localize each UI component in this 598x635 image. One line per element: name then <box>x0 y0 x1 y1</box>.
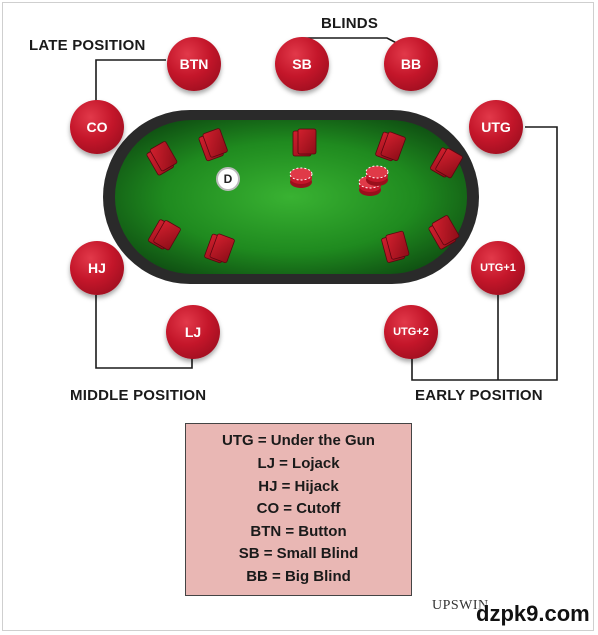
upswing-logo: UPSWIN <box>432 598 489 613</box>
sb-chips <box>289 167 313 188</box>
abbreviation-legend: UTG = Under the Gun LJ = Lojack HJ = Hij… <box>185 423 412 596</box>
middle-position-label: MIDDLE POSITION <box>70 387 207 404</box>
legend-row-utg: UTG = Under the Gun <box>222 432 375 450</box>
early-position-label: EARLY POSITION <box>415 387 543 404</box>
legend-row-btn: BTN = Button <box>250 522 347 540</box>
legend-row-hj: HJ = Hijack <box>258 477 339 495</box>
blinds-label: BLINDS <box>321 15 379 32</box>
legend-row-co: CO = Cutoff <box>256 500 341 518</box>
late-position-label: LATE POSITION <box>29 37 146 54</box>
dealer-button: D <box>216 167 240 191</box>
seat-hj: HJ <box>70 241 124 295</box>
seat-utg: UTG <box>469 100 523 154</box>
bb-chips <box>358 165 389 196</box>
poker-table <box>103 110 479 284</box>
seat-co: CO <box>70 100 124 154</box>
legend-row-sb: SB = Small Blind <box>238 545 359 563</box>
watermark-text: dzpk9.com <box>476 601 590 626</box>
chip-stacks <box>289 165 389 196</box>
player-cards <box>146 128 463 264</box>
late-position-line <box>95 59 166 104</box>
seat-bb: BB <box>384 37 438 91</box>
early-position-line-utg <box>411 126 558 381</box>
seat-lj: LJ <box>166 305 220 359</box>
seat-btn: BTN <box>167 37 221 91</box>
legend-row-bb: BB = Big Blind <box>246 567 351 585</box>
seat-sb: SB <box>275 37 329 91</box>
legend-row-lj: LJ = Lojack <box>257 455 340 473</box>
middle-position-line <box>95 295 193 369</box>
seat-utg-plus-1: UTG+1 <box>471 241 525 295</box>
seat-utg-plus-2: UTG+2 <box>384 305 438 359</box>
